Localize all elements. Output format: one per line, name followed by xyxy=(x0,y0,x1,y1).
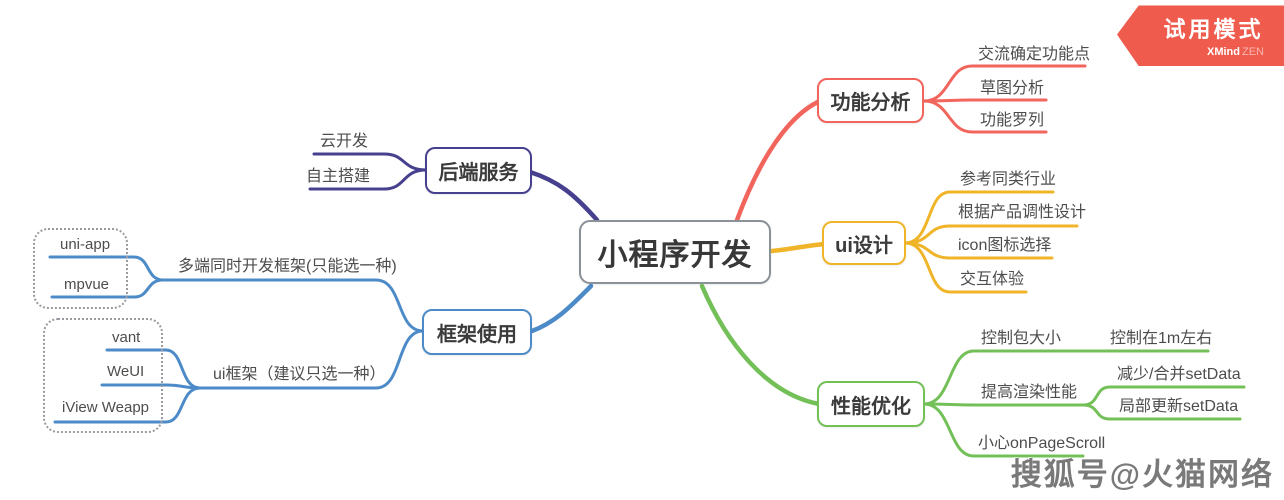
subtopic-onpagescroll[interactable]: 小心onPageScroll xyxy=(978,435,1106,452)
subtopic-feature-list[interactable]: 功能罗列 xyxy=(980,112,1045,129)
zen-brand-text: ZEN xyxy=(1242,46,1264,58)
subtopic-uniapp[interactable]: uni-app xyxy=(60,236,111,253)
wire-mpvue xyxy=(50,278,165,299)
subtopic-package-size[interactable]: 控制包大小 xyxy=(981,330,1062,347)
wire-render-perf xyxy=(922,402,1085,407)
wire-feature-list xyxy=(922,99,1048,134)
topic-performance[interactable]: 性能优化 xyxy=(817,381,925,427)
branch-line-backend xyxy=(527,169,600,223)
topic-feature-analysis[interactable]: 功能分析 xyxy=(817,78,924,123)
subtopic-multi-framework[interactable]: 多端同时开发框架(只能选一种) xyxy=(178,258,397,275)
branch-line-framework xyxy=(529,283,594,334)
wire-reference-industry xyxy=(903,190,1055,245)
subtopic-confirm-features[interactable]: 交流确定功能点 xyxy=(978,46,1091,63)
sohu-watermark: 搜狐号@火猫网络 xyxy=(1010,457,1274,492)
boundary-multi-framework-group[interactable] xyxy=(33,228,128,309)
subtopic-interaction[interactable]: 交互体验 xyxy=(960,271,1025,288)
xmind-brand-text: XMind xyxy=(1207,46,1240,58)
branch-line-ui-design xyxy=(769,241,827,254)
branch-line-performance xyxy=(699,283,822,407)
topic-ui-design[interactable]: ui设计 xyxy=(822,221,906,265)
wire-partial-setdata xyxy=(1081,403,1242,421)
subtopic-cloud-dev[interactable]: 云开发 xyxy=(320,133,369,150)
trial-mode-label: 试用模式 xyxy=(1163,17,1264,42)
subtopic-product-tone[interactable]: 根据产品调性设计 xyxy=(958,204,1087,221)
central-topic[interactable]: 小程序开发 xyxy=(579,220,771,284)
subtopic-vant[interactable]: vant xyxy=(112,329,141,346)
subtopic-ui-framework[interactable]: ui框架（建议只选一种） xyxy=(213,366,386,383)
wire-multi-framework xyxy=(161,278,425,333)
boundary-ui-framework-group[interactable] xyxy=(43,318,163,433)
subtopic-mpvue[interactable]: mpvue xyxy=(64,276,110,293)
topic-backend[interactable]: 后端服务 xyxy=(425,147,532,194)
subtopic-sketch-analysis[interactable]: 草图分析 xyxy=(980,80,1045,97)
subtopic-render-perf[interactable]: 提高渲染性能 xyxy=(981,384,1078,401)
branch-line-feature-analysis xyxy=(734,97,825,223)
subtopic-weui[interactable]: WeUI xyxy=(107,363,145,380)
wire-package-size xyxy=(922,349,1210,406)
subtopic-self-build[interactable]: 自主搭建 xyxy=(306,168,371,185)
subtopic-merge-setdata[interactable]: 减少/合并setData xyxy=(1117,366,1241,383)
wire-self-build xyxy=(308,168,428,191)
subtopic-iview[interactable]: iView Weapp xyxy=(62,399,149,416)
wire-interaction xyxy=(903,241,1028,294)
subtopic-partial-setdata[interactable]: 局部更新setData xyxy=(1119,398,1239,415)
subtopic-reference-industry[interactable]: 参考同类行业 xyxy=(960,171,1057,188)
topic-framework[interactable]: 框架使用 xyxy=(422,309,532,355)
wire-iview xyxy=(53,386,202,424)
subtopic-1m-limit[interactable]: 控制在1m左右 xyxy=(1110,330,1213,347)
subtopic-icon-selection[interactable]: icon图标选择 xyxy=(958,237,1052,254)
wire-ui-framework xyxy=(198,329,425,390)
wire-sketch-analysis xyxy=(922,98,1048,103)
wire-onpagescroll xyxy=(922,402,1085,458)
